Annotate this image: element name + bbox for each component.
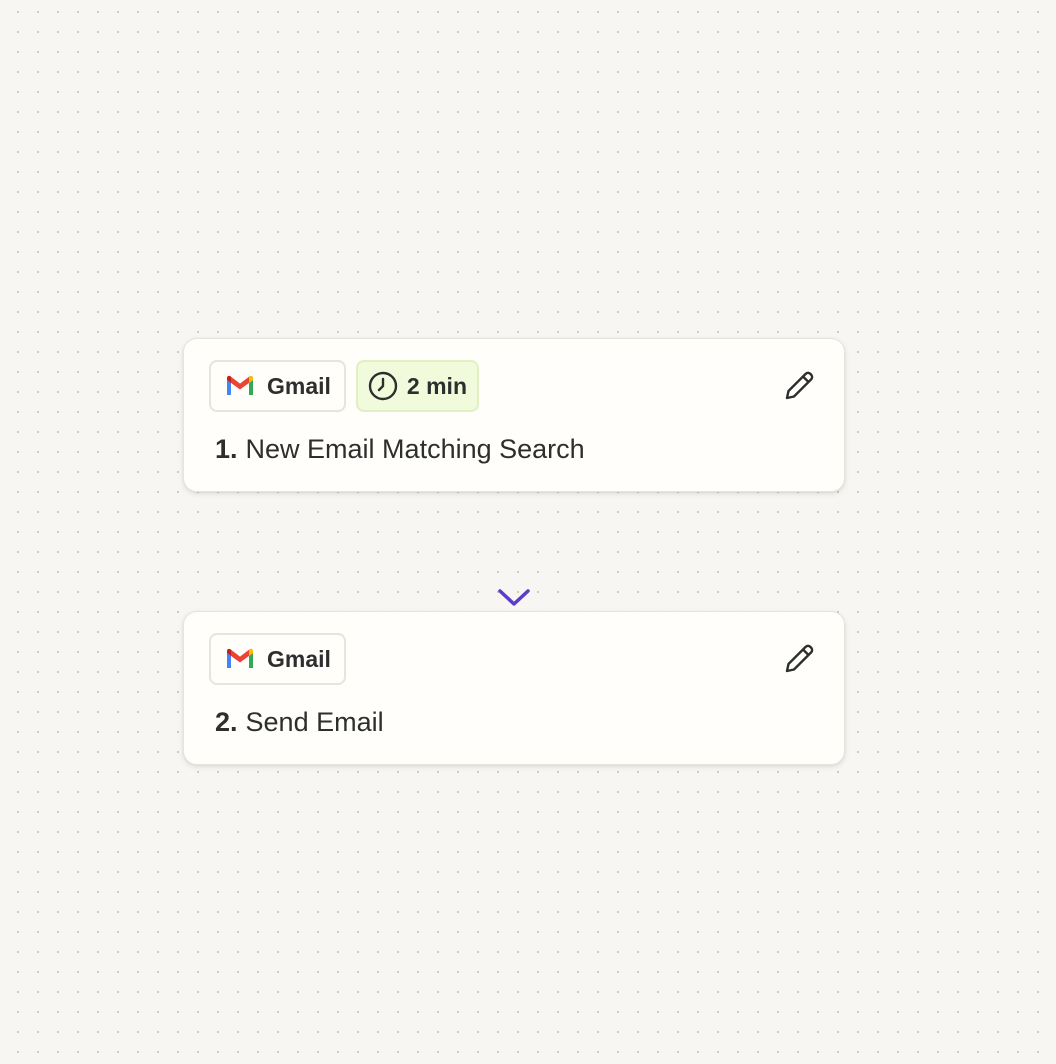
edit-step-button[interactable] xyxy=(780,638,820,678)
step-number: 1. xyxy=(215,434,238,464)
app-badge-label: Gmail xyxy=(267,645,331,672)
step-title: 2.Send Email xyxy=(215,704,384,740)
app-badge-label: Gmail xyxy=(267,372,331,399)
app-badge: Gmail xyxy=(209,360,346,412)
app-badge: Gmail xyxy=(209,633,346,685)
step-number: 2. xyxy=(215,707,238,737)
gmail-logo-icon xyxy=(227,648,253,668)
step-name: New Email Matching Search xyxy=(245,434,585,464)
pencil-icon xyxy=(785,644,814,673)
polling-interval-label: 2 min xyxy=(406,372,467,399)
arrow-down-icon xyxy=(498,500,530,606)
step-card-1[interactable]: Gmail 2 min 1.New Email Matching Search xyxy=(183,338,845,492)
step-title: 1.New Email Matching Search xyxy=(215,431,585,467)
step-1-badges: Gmail 2 min xyxy=(209,360,479,412)
edit-step-button[interactable] xyxy=(780,365,820,405)
step-2-badges: Gmail xyxy=(209,633,346,685)
clock-icon xyxy=(368,371,398,401)
pencil-icon xyxy=(785,371,814,400)
step-card-2[interactable]: Gmail 2.Send Email xyxy=(183,611,845,765)
gmail-logo-icon xyxy=(227,375,253,395)
step-name: Send Email xyxy=(245,707,384,737)
polling-interval-badge: 2 min xyxy=(355,360,479,412)
